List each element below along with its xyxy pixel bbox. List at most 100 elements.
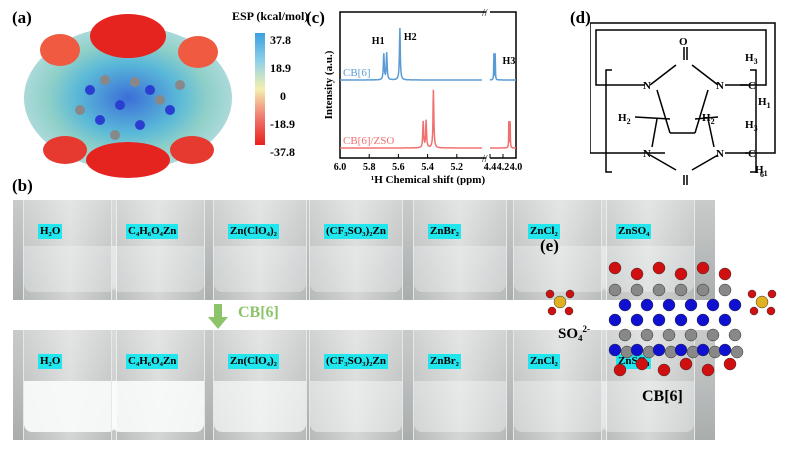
vial-label: (CF₃SO₃)₂Zn <box>324 354 389 369</box>
vial <box>413 330 507 440</box>
x-tick-label: 5.8 <box>363 162 376 173</box>
oxygen-atom <box>545 289 555 299</box>
nitrogen-atom <box>608 343 622 357</box>
x-tick-label: 5.2 <box>451 162 464 173</box>
oxygen-atom <box>635 357 649 371</box>
nitrogen-atom <box>728 298 742 312</box>
nitrogen-atom <box>718 313 732 327</box>
vial-solution <box>24 381 116 432</box>
oxygen-atom <box>718 267 732 281</box>
colorbar-tick: 37.8 <box>270 33 291 47</box>
spectrum-line <box>340 27 482 81</box>
nitrogen-atom <box>652 313 666 327</box>
cb6-molecule-model <box>545 261 777 377</box>
sulfur-atom <box>755 295 769 309</box>
nitrogen-atom <box>696 343 710 357</box>
vial-label: Zn(ClO₄)₂ <box>228 224 279 239</box>
colorbar-tick: -37.8 <box>270 145 295 159</box>
nitrogen-atom <box>630 313 644 327</box>
y-axis-label: Intensity (a.u.) <box>323 50 335 119</box>
carbon-atom <box>674 283 688 297</box>
nitrogen-atom: N <box>716 80 724 92</box>
vial-solution <box>414 246 506 292</box>
sulfur-atom <box>553 295 567 309</box>
nitrogen-atom <box>718 343 732 357</box>
vial-solution <box>112 246 204 292</box>
panel-a-label: (a) <box>12 8 32 27</box>
carbon-atom <box>618 328 632 342</box>
vial <box>23 200 117 300</box>
vial <box>111 330 205 440</box>
spectrum-line <box>490 121 516 149</box>
carbon-atom <box>662 328 676 342</box>
vial <box>413 200 507 300</box>
oxygen-atom <box>630 267 644 281</box>
nitrogen-atom <box>652 343 666 357</box>
oxygen-atom: O <box>679 36 688 48</box>
vial-solution <box>214 381 306 432</box>
series-label: CB[6]/ZSO <box>343 135 394 147</box>
panel-b-label: (b) <box>12 176 33 195</box>
vial-label: ZnCl₂ <box>528 354 560 369</box>
nitrogen-atom <box>618 298 632 312</box>
h2-label: H2 <box>618 112 631 126</box>
oxygen-atom <box>749 306 759 316</box>
vial-label: H₂O <box>38 354 63 369</box>
nitrogen-atom <box>684 298 698 312</box>
oxygen-atom <box>547 306 557 316</box>
vial <box>23 330 117 440</box>
carbon-atom <box>652 283 666 297</box>
nitrogen-atom <box>674 343 688 357</box>
colorbar-tick: 0 <box>280 89 286 103</box>
oxygen-atom <box>701 363 715 377</box>
colorbar-title: ESP (kcal/mol) <box>232 9 309 23</box>
break-mark: // <box>482 8 488 19</box>
esp-surface-image <box>24 14 232 178</box>
h3-label: H3 <box>745 119 758 133</box>
vial-label: ZnBr₂ <box>428 224 461 239</box>
oxygen-atom <box>723 357 737 371</box>
nitrogen-atom <box>696 313 710 327</box>
x-axis-label: ¹H Chemical shift (ppm) <box>371 174 486 185</box>
oxygen-atom <box>766 306 776 316</box>
x-tick-label: 4.4 <box>484 162 497 173</box>
carbon-atom <box>728 328 742 342</box>
carbon-atom <box>630 283 644 297</box>
oxygen-atom <box>674 267 688 281</box>
carbon-atom <box>706 328 720 342</box>
vial-solution <box>514 246 606 292</box>
colorbar-tick: 18.9 <box>270 61 291 75</box>
x-tick-label: 4.0 <box>510 162 523 173</box>
vial-solution <box>514 381 606 432</box>
vial-solution <box>112 381 204 432</box>
vial <box>513 330 607 440</box>
vial-solution <box>310 381 402 432</box>
break-mark: // <box>482 154 488 165</box>
repeat-subscript: 6 <box>760 170 764 179</box>
x-tick-label: 4.2 <box>497 162 510 173</box>
oxygen-atom <box>613 363 627 377</box>
x-tick-label: 5.6 <box>392 162 405 173</box>
cb6-structure-diagram: O N N N N C C H3 H3 H1 H1 H2 H2 6 <box>590 22 776 185</box>
nitrogen-atom: N <box>643 80 651 92</box>
carbon-atom <box>696 283 710 297</box>
vial-label: Zn(ClO₄)₂ <box>228 354 279 369</box>
esp-colorbar <box>255 33 265 145</box>
oxygen-atom <box>747 289 757 299</box>
panel-c-label: (c) <box>306 8 325 27</box>
vial-solution <box>310 246 402 292</box>
oxygen-atom <box>679 357 693 371</box>
peak-annotation: H2 <box>404 32 417 43</box>
vial-solution <box>602 381 694 432</box>
nitrogen-atom <box>706 298 720 312</box>
vial-label: C₄H₆O₄Zn <box>126 224 179 239</box>
peak-annotation: H1 <box>372 36 385 47</box>
vial-label: H₂O <box>38 224 63 239</box>
vial-label: ZnCl₂ <box>528 224 560 239</box>
vial-solution <box>414 381 506 432</box>
carbon-atom <box>684 328 698 342</box>
oxygen-atom <box>565 289 575 299</box>
h2-label: H2 <box>702 112 715 126</box>
